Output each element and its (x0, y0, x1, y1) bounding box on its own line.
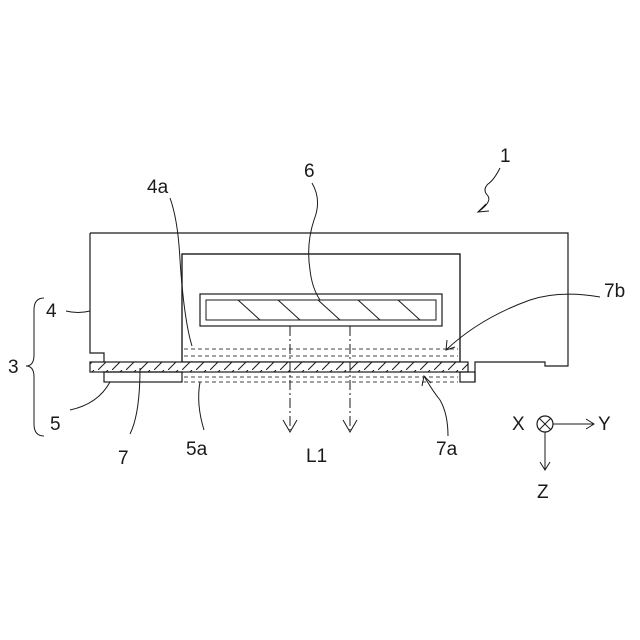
label-housing: 4 (46, 301, 57, 322)
plate-7 (90, 362, 468, 372)
label-device: 1 (500, 146, 511, 167)
label-plate: 7 (118, 448, 129, 469)
leader-element-6 (309, 183, 320, 300)
leader-opening-4a (170, 198, 192, 346)
housing-opening-recess (182, 254, 460, 362)
leader-plate-7 (130, 368, 140, 434)
axis-y-label: Y (598, 414, 611, 435)
axis-x-label: X (512, 414, 525, 435)
leader-plate-7b (446, 294, 600, 350)
label-group: 3 (8, 357, 19, 378)
element-6 (200, 294, 442, 326)
base-right-block (460, 372, 475, 382)
label-element: 6 (304, 161, 315, 182)
label-light: L1 (306, 446, 327, 467)
label-base-opening: 5a (186, 439, 208, 460)
leader-base-5 (70, 382, 110, 410)
leader-device-1 (478, 168, 500, 212)
leader-plate-7a (424, 376, 448, 436)
label-plate-lower: 7a (436, 439, 458, 460)
label-housing-opening: 4a (147, 177, 169, 198)
axis-z-label: Z (537, 482, 549, 503)
label-base: 5 (50, 414, 61, 435)
leader-opening-5a (199, 382, 204, 430)
leader-housing-4 (66, 311, 90, 313)
base-left-block (104, 372, 182, 382)
group-3-brace (26, 298, 44, 436)
label-plate-upper: 7b (604, 281, 625, 302)
